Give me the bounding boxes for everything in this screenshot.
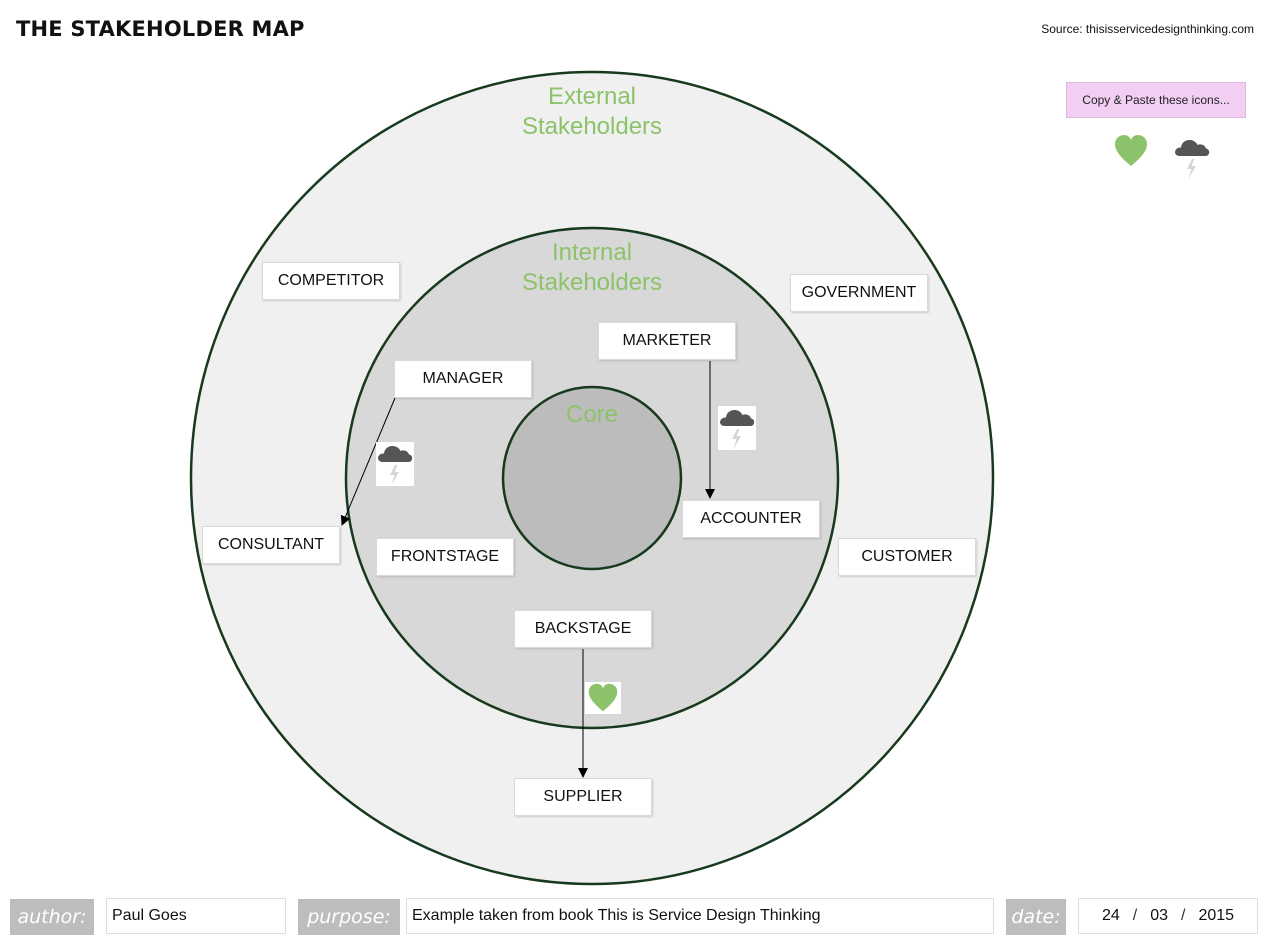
purpose-field[interactable]: Example taken from book This is Service … — [406, 898, 994, 934]
stakeholder-manager[interactable]: MANAGER — [394, 360, 532, 398]
date-label: date: — [1006, 899, 1066, 935]
stakeholder-supplier[interactable]: SUPPLIER — [514, 778, 652, 816]
storm-cloud-icon[interactable] — [1173, 135, 1211, 181]
storm-cloud-icon[interactable] — [376, 442, 414, 486]
date-field[interactable]: 24 / 03 / 2015 — [1078, 898, 1258, 934]
author-label: author: — [10, 899, 94, 935]
stakeholder-accounter[interactable]: ACCOUNTER — [682, 500, 820, 538]
stakeholder-marketer[interactable]: MARKETER — [598, 322, 736, 360]
date-separator: / — [1181, 907, 1186, 924]
core-ring-label: Core — [565, 401, 619, 428]
stakeholder-competitor[interactable]: COMPETITOR — [262, 262, 400, 300]
date-separator: / — [1132, 907, 1138, 924]
purpose-label: purpose: — [298, 899, 400, 935]
storm-cloud-icon[interactable] — [718, 406, 756, 450]
stakeholder-government[interactable]: GOVERNMENT — [790, 274, 928, 312]
stakeholder-backstage[interactable]: BACKSTAGE — [514, 610, 652, 648]
relation-arrow-manager-consultant — [340, 397, 396, 526]
date-day: 24 — [1101, 907, 1120, 924]
date-month: 03 — [1150, 907, 1168, 924]
date-year: 2015 — [1198, 907, 1235, 924]
stakeholder-frontstage[interactable]: FRONTSTAGE — [376, 538, 514, 576]
page-title: THE STAKEHOLDER MAP — [16, 17, 305, 41]
heart-icon[interactable] — [1113, 133, 1149, 169]
stakeholder-consultant[interactable]: CONSULTANT — [202, 526, 340, 564]
source-credit: Source: thisisservicedesignthinking.com — [1041, 22, 1254, 36]
author-field[interactable]: Paul Goes — [106, 898, 286, 934]
heart-icon[interactable] — [585, 682, 621, 714]
copy-icons-button[interactable]: Copy & Paste these icons... — [1066, 82, 1246, 118]
stakeholder-customer[interactable]: CUSTOMER — [838, 538, 976, 576]
core-ring — [501, 385, 683, 571]
